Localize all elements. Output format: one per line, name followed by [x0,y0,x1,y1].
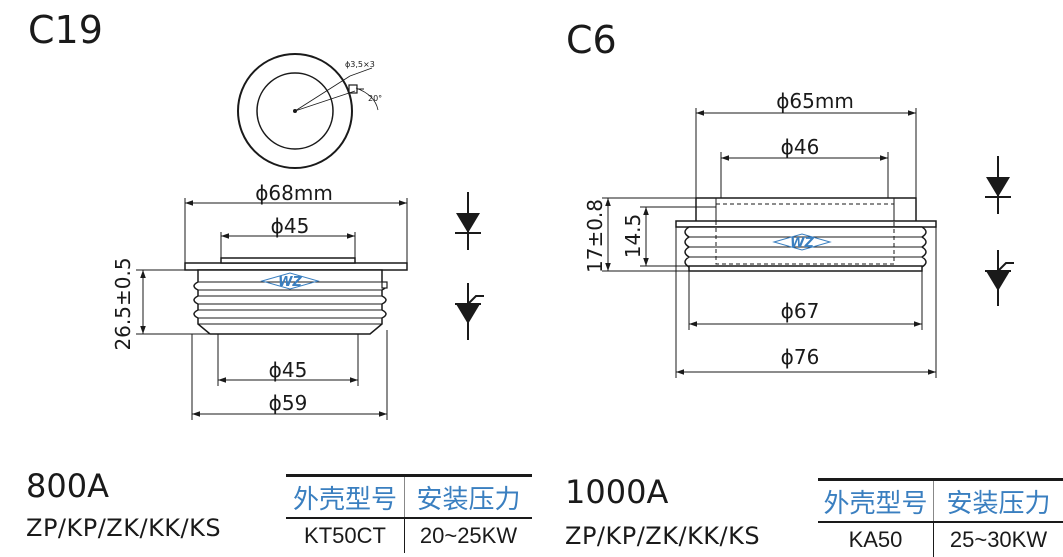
c19-angle-label: 20° [368,94,382,103]
diode-symbol-icon [455,192,481,250]
c19-dim-base: ϕ59 [269,391,308,415]
c6-logo: WZ [790,236,814,251]
c6-dim-bottom-outer: ϕ76 [781,345,820,369]
c6-table-pressure: 25~30KW [934,522,1063,557]
c6-dim-bottom-inner: ϕ67 [781,299,820,323]
c6-diode-symbol-icon [985,156,1011,214]
c19-dim-height: 26.5±0.5 [111,257,135,350]
c6-side-view: WZ [676,198,936,271]
c19-table-header-housing: 外壳型号 [286,476,405,519]
c6-spec-table: 外壳型号 安装压力 KA50 25~30KW [818,478,1063,557]
c19-current-rating: 800A [26,467,109,505]
c19-dim-top-contact: ϕ45 [271,214,310,238]
c19-table-header-pressure: 安装压力 [405,476,533,519]
c6-device-types: ZP/KP/ZK/KK/KS [565,522,760,550]
drawings-canvas: ϕ3,5×3 20° WZ [0,0,1063,450]
c19-hole-label: ϕ3,5×3 [345,60,375,69]
thyristor-symbol-icon [455,283,484,340]
c6-table-housing: KA50 [818,522,934,557]
c19-table-pressure: 20~25KW [405,518,533,553]
c6-table-header-housing: 外壳型号 [818,480,934,523]
c19-device-types: ZP/KP/ZK/KK/KS [26,514,221,542]
c6-dim-outer-top: ϕ65mm [776,89,854,113]
c6-current-rating: 1000A [565,473,668,511]
c19-logo: WZ [278,275,302,290]
c6-dim-height-inner: 14.5 [621,214,645,259]
c19-side-view: WZ [185,258,407,334]
c19-spec-table: 外壳型号 安装压力 KT50CT 20~25KW [286,474,532,553]
c19-dim-bottom-contact: ϕ45 [269,358,308,382]
c6-dim-inner-top: ϕ46 [781,135,820,159]
c19-table-housing: KT50CT [286,518,405,553]
c6-table-header-pressure: 安装压力 [934,480,1063,523]
c19-top-view: ϕ3,5×3 20° [238,54,382,168]
c19-dim-outer: ϕ68mm [255,181,333,205]
c6-thyristor-symbol-icon [985,250,1014,306]
c6-dim-height-total: 17±0.8 [583,199,607,273]
